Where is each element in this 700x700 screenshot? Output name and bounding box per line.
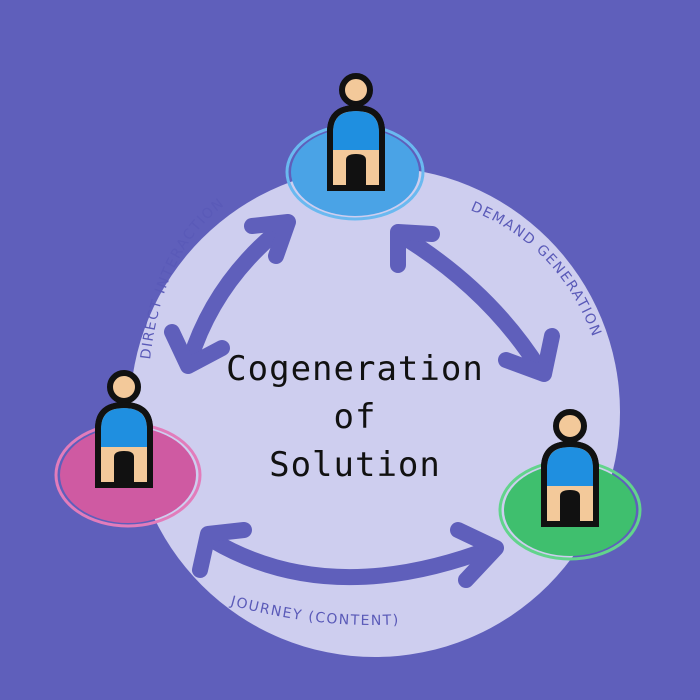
node-left xyxy=(54,373,202,528)
node-top xyxy=(285,76,425,221)
central-circle xyxy=(130,167,620,657)
person-icon-top xyxy=(330,76,382,188)
node-right xyxy=(498,412,642,561)
arrow-journey xyxy=(192,522,504,588)
center-title-line2: of xyxy=(333,397,377,437)
center-title: Cogeneration of Solution xyxy=(200,345,510,489)
center-title-line3: Solution xyxy=(269,445,441,485)
arrow-direct-interaction xyxy=(164,214,296,374)
arrow-demand-generation xyxy=(390,224,560,382)
center-title-line1: Cogeneration xyxy=(226,349,484,389)
